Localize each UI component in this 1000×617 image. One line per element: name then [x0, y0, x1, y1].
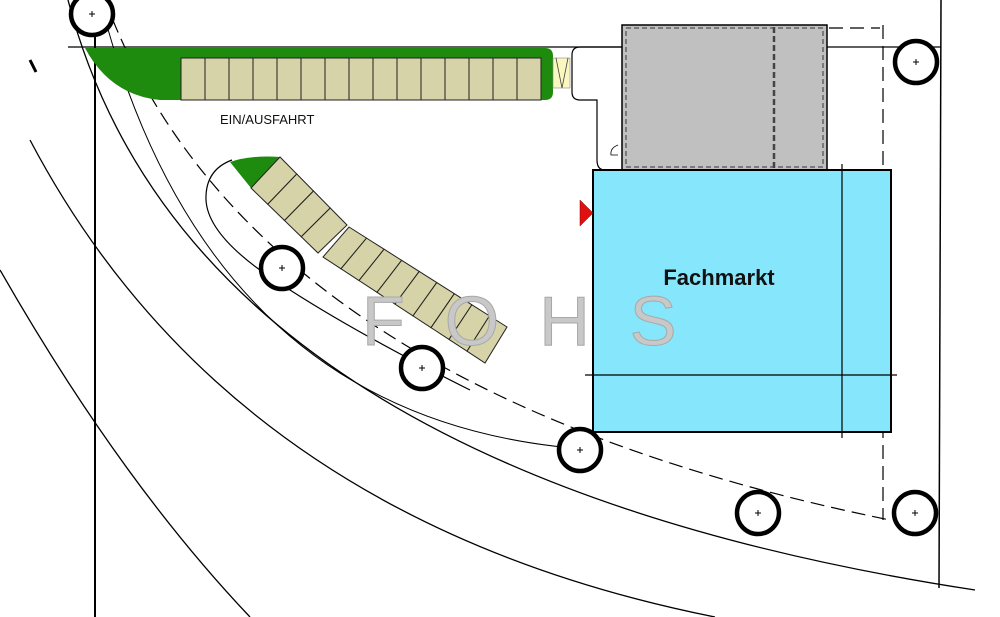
- parking-stall: [252, 57, 278, 101]
- parking-stall: [300, 57, 326, 101]
- tree-icon: [556, 426, 604, 474]
- road-edge-far: [0, 269, 251, 617]
- parking-stall: [300, 207, 348, 254]
- trees: [68, 0, 940, 537]
- tree-icon: [398, 344, 446, 392]
- entrance-marker-icon: [579, 199, 594, 227]
- dimension-tick: [28, 59, 38, 73]
- fachmarkt-building: [592, 169, 892, 433]
- tree-icon: [891, 489, 939, 537]
- plot-line-right: [938, 0, 942, 589]
- parking-stall: [204, 57, 230, 101]
- building-label: Fachmarkt: [663, 265, 775, 290]
- walkway-outline: [571, 46, 622, 171]
- parking-stall: [444, 57, 470, 101]
- tree-icon: [68, 0, 116, 38]
- diagonal-parking-row: [250, 156, 508, 364]
- parking-stall: [492, 57, 518, 101]
- yellow-stall-mark: [555, 57, 569, 89]
- parking-stall: [228, 57, 254, 101]
- parking-stall: [372, 57, 398, 101]
- watermark-logo: FOHS: [362, 282, 716, 360]
- road-edge-inner: [29, 139, 716, 617]
- parking-stall: [516, 57, 542, 101]
- annex-inner-dashed: [625, 27, 824, 168]
- parking-stall: [420, 57, 446, 101]
- tree-icon: [258, 244, 306, 292]
- tree-icon: [734, 489, 782, 537]
- property-boundary-dashed: [104, 0, 891, 521]
- parking-stall: [348, 57, 374, 101]
- door-swing-icon: [610, 144, 619, 156]
- parking-stall: [276, 57, 302, 101]
- parking-stall: [468, 57, 494, 101]
- road-curb: [99, 0, 601, 451]
- parking-stall: [324, 57, 350, 101]
- green-island-cap: [230, 156, 280, 188]
- annex-building: [621, 24, 828, 171]
- parking-stall: [180, 57, 206, 101]
- parking-stall: [466, 315, 508, 364]
- parking-stall: [396, 57, 422, 101]
- tree-icon: [892, 38, 940, 86]
- driveway-label: EIN/AUSFAHRT: [220, 112, 314, 127]
- top-parking-row: [180, 57, 542, 101]
